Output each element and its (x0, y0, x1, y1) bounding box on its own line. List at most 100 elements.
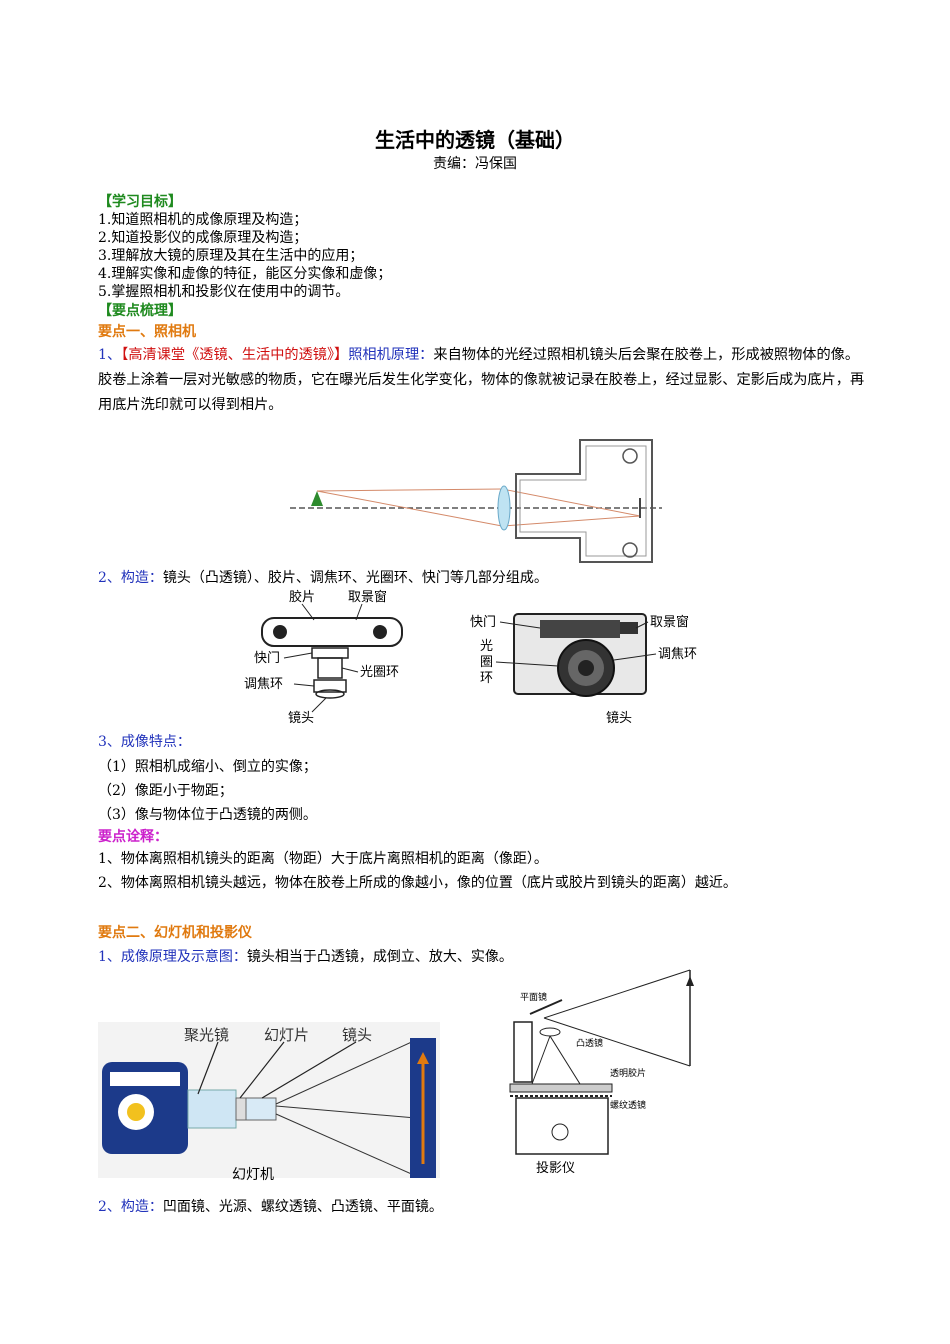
arrow-head-icon (417, 1052, 429, 1064)
label-shutter: 快门 (470, 615, 496, 630)
leader-line (283, 652, 313, 659)
leader-line (311, 697, 327, 713)
light-ray (531, 1035, 551, 1085)
label-viewfinder: 取景窗 (650, 614, 689, 630)
projector-arm (513, 1021, 533, 1083)
label-lens: 镜头 (288, 711, 314, 726)
leader-line (499, 621, 541, 629)
light-ray (501, 488, 641, 517)
plane-mirror (529, 999, 563, 1015)
convex-lens-icon (497, 485, 511, 531)
page-title: 生活中的透镜（基础） (375, 128, 575, 152)
camera-structure-diagram: 胶片 取景窗 快门 光圈环 调焦环 镜头 (244, 589, 403, 726)
viewfinder-window (620, 622, 638, 634)
leader-line (341, 667, 359, 673)
light-ray (543, 969, 691, 1019)
goal-item: 5.掌握照相机和投影仪在使用中的调节。 (98, 284, 350, 300)
label-lens: 镜头 (342, 1026, 372, 1044)
light-ray (275, 1105, 417, 1119)
leader-line (613, 653, 657, 661)
label-viewfinder: 取景窗 (348, 589, 387, 605)
lens-center (578, 660, 594, 676)
lamp-icon (551, 1123, 569, 1141)
editor-line: 责编：冯保国 (433, 156, 517, 172)
convex-lens-icon (539, 1027, 561, 1037)
point1-item2: 2、构造：镜头（凸透镜）、胶片、调焦环、光圈环、快门等几部分组成。 (98, 570, 548, 586)
goal-item: 4.理解实像和虚像的特征，能区分实像和虚像； (98, 266, 392, 282)
camera-body-inner (519, 445, 647, 557)
film-spool-icon (373, 625, 387, 639)
notes-heading: 要点诠释： (98, 829, 168, 845)
label-focus: 调焦环 (658, 647, 697, 662)
lesson-link[interactable]: 高清课堂《透镜、生活中的透镜》 (128, 347, 335, 363)
label-film: 透明胶片 (610, 1067, 646, 1079)
leader-line (301, 603, 315, 621)
camera-body-outline (261, 617, 403, 647)
slide-film (235, 1097, 247, 1121)
point2-item2: 2、构造：凹面镜、光源、螺纹透镜、凸透镜、平面镜。 (98, 1199, 443, 1215)
aperture-block (317, 657, 343, 679)
overhead-projector-caption: 投影仪 (536, 1160, 575, 1176)
summary-heading: 【要点梳理】 (98, 303, 182, 319)
point2-item1: 1、成像原理及示意图：镜头相当于凸透镜，成倒立、放大、实像。 (98, 949, 513, 965)
leader-line (293, 683, 315, 687)
label-convex: 凸透镜 (576, 1037, 603, 1049)
camera-optics-diagram (290, 439, 662, 563)
label-aperture-3: 环 (480, 671, 493, 686)
leader-line (239, 1041, 285, 1099)
light-ray (275, 1113, 417, 1177)
shutter-block (311, 647, 349, 659)
film-spool-icon (273, 625, 287, 639)
light-ray (316, 488, 503, 492)
projection-lens (245, 1097, 277, 1121)
label-mirror: 平面镜 (520, 991, 547, 1003)
label-fresnel: 螺纹透镜 (610, 1099, 646, 1111)
overhead-projector-diagram: 平面镜 凸透镜 透明胶片 螺纹透镜 投影仪 (509, 969, 694, 1176)
object-tree-icon (311, 491, 323, 506)
point1-item1-paragraph: 1、【高清课堂《透镜、生活中的透镜》】照相机原理：来自物体的光经过照相机镜头后会… (98, 347, 865, 413)
light-ray (501, 515, 641, 527)
feature-line: （1）照相机成缩小、倒立的实像； (98, 759, 317, 775)
note-line: 2、物体离照相机镜头越远，物体在胶卷上所成的像越小，像的位置（底片或胶片到镜头的… (98, 875, 737, 891)
label-condenser: 聚光镜 (184, 1026, 229, 1044)
transparent-film (509, 1083, 613, 1093)
lamp-bulb-icon (127, 1103, 145, 1121)
camera-body (515, 439, 653, 563)
lens-shape (315, 689, 345, 699)
vent-slots (110, 1072, 180, 1086)
leader-line (197, 1041, 219, 1095)
leader-line (495, 661, 559, 667)
point2-heading: 要点二、幻灯机和投影仪 (98, 925, 252, 941)
slide-projector-caption: 幻灯机 (232, 1167, 274, 1183)
leader-line (635, 621, 649, 629)
label-slide: 幻灯片 (264, 1026, 309, 1044)
leader-line (261, 1041, 357, 1099)
label-aperture-1: 光 (480, 639, 493, 654)
camera-photo: 快门 光 圈 环 取景窗 调焦环 镜头 (470, 613, 697, 726)
light-ray (549, 1035, 581, 1085)
label-lens: 镜头 (606, 711, 632, 726)
label-shutter: 快门 (254, 651, 280, 666)
label-aperture-2: 圈 (480, 655, 493, 670)
camera-top-panel (540, 620, 620, 638)
goal-item: 1.知道照相机的成像原理及构造； (98, 212, 308, 228)
point1-heading: 要点一、照相机 (98, 324, 196, 340)
point1-item3-label: 3、成像特点： (98, 734, 191, 750)
light-ray (543, 1017, 691, 1067)
note-line: 1、物体离照相机镜头的距离（物距）大于底片离照相机的距离（像距）。 (98, 851, 548, 867)
light-ray (316, 490, 503, 527)
arrow-head-icon (686, 976, 694, 986)
label-film: 胶片 (289, 589, 315, 605)
label-aperture: 光圈环 (360, 665, 399, 680)
goals-heading: 【学习目标】 (98, 194, 182, 210)
projector-base (515, 1097, 609, 1155)
leader-line (355, 603, 363, 621)
feature-line: （3）像与物体位于凸透镜的两侧。 (98, 807, 317, 823)
knob-icon (622, 448, 638, 464)
goal-item: 3.理解放大镜的原理及其在生活中的应用； (98, 248, 364, 264)
label-focus: 调焦环 (244, 677, 283, 692)
knob-icon (622, 542, 638, 558)
goal-item: 2.知道投影仪的成像原理及构造； (98, 230, 308, 246)
feature-line: （2）像距小于物距； (98, 783, 233, 799)
